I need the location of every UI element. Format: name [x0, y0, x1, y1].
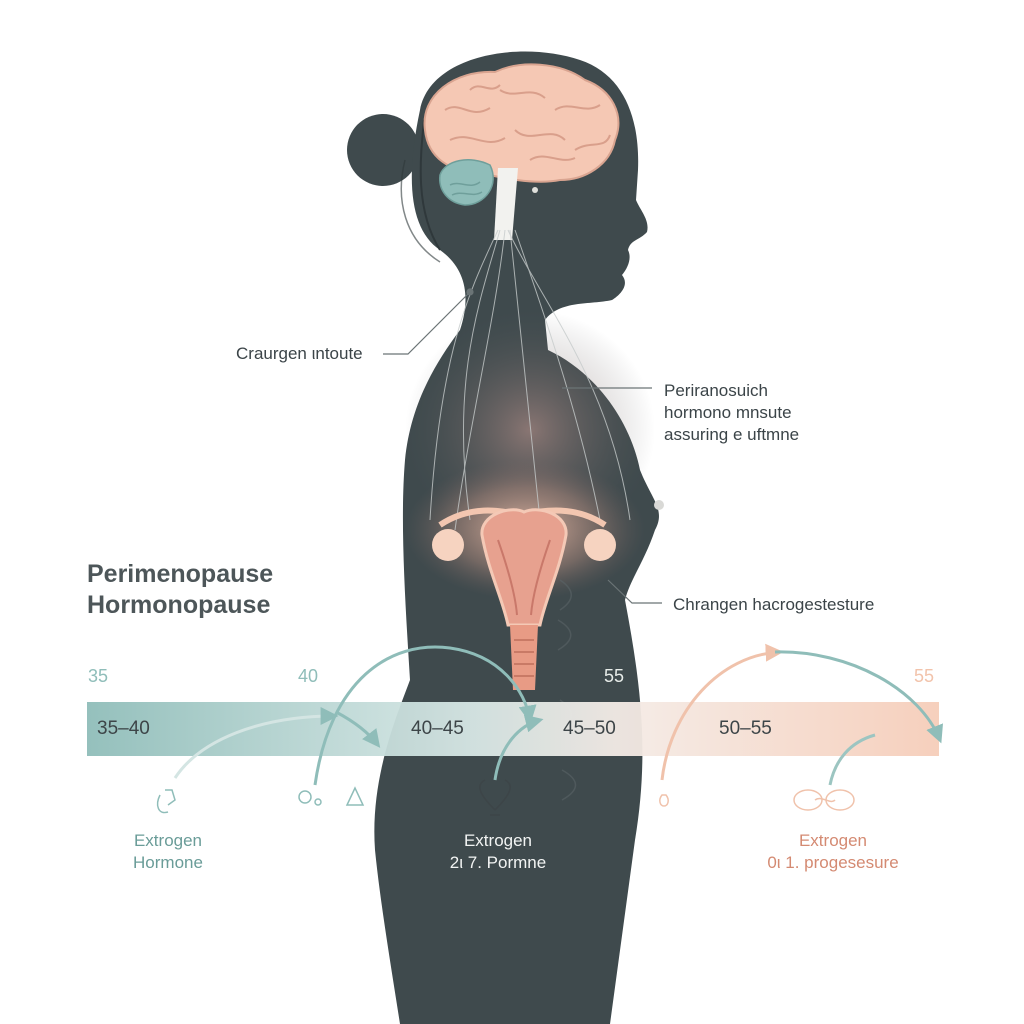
hormone-icon-1: [156, 789, 176, 814]
hormone-label-3-line-2: 0ι 1. progesesure: [767, 853, 899, 872]
callout-left: Craurgen ιntoute: [236, 344, 363, 363]
timeline-arrows: [173, 643, 943, 786]
arrow-1: [173, 707, 339, 779]
marker-dot: [654, 500, 664, 510]
hormone-label-3: Extrogen 0ι 1. progesesure: [748, 830, 918, 874]
page-title: Perimenopause Hormonopause: [87, 559, 273, 621]
timeline-segment-2: 40–45: [411, 718, 464, 739]
hormone-label-1: Extrogen Hormone: [108, 830, 228, 874]
hair-bun: [347, 114, 419, 186]
age-label-3: 55: [604, 666, 625, 686]
timeline-segment-3: 45–50: [563, 718, 616, 739]
molecule-icon: [479, 779, 511, 816]
hormone-label-1-line-2: Hormone: [133, 853, 203, 872]
hormone-label-2-line-2: 2ι 7. Pormne: [449, 853, 547, 872]
timeline-segment-1: 35–40: [97, 718, 150, 739]
arrow-5: [774, 650, 943, 744]
callout-right-top-line-3: assuring e uftmne: [664, 425, 800, 444]
droplet-icon: [659, 794, 669, 807]
title-line-1: Perimenopause: [87, 560, 274, 588]
age-label-2: 40: [298, 666, 319, 686]
brain-stem: [494, 168, 518, 240]
ovary-icon: [793, 789, 823, 811]
nerve-lines: [429, 229, 631, 531]
hormone-label-1-line-1: Extrogen: [133, 831, 203, 850]
title-line-2: Hormonopause: [87, 591, 271, 619]
callout-right-top-line-1: Periranosuich: [664, 381, 768, 400]
arrow-4: [660, 643, 784, 781]
arrow-3: [493, 714, 544, 781]
spine: [557, 579, 577, 801]
callout-lines: [383, 288, 662, 604]
uterus-icon: [432, 507, 616, 690]
hormone-icons: [156, 779, 855, 816]
drop-icon: [345, 786, 365, 806]
timeline-segment-4: 50–55: [719, 718, 772, 739]
brain-icon: [423, 63, 620, 240]
age-label-1: 35: [88, 666, 109, 686]
hormone-label-3-line-1: Extrogen: [798, 831, 868, 850]
hormone-label-2: Extrogen 2ι 7. Pormne: [428, 830, 568, 874]
bubble-icon: [298, 790, 312, 804]
callout-right-bottom: Chrangen hacrogestesture: [673, 595, 875, 614]
hormone-label-2-line-1: Extrogen: [463, 831, 533, 850]
callout-right-top-line-2: hormono mnsute: [664, 403, 792, 422]
callout-right-top: Periranosuich hormono mnsute assuring e …: [664, 380, 799, 446]
age-label-4: 55: [914, 666, 935, 686]
timeline-bar: [87, 702, 939, 756]
